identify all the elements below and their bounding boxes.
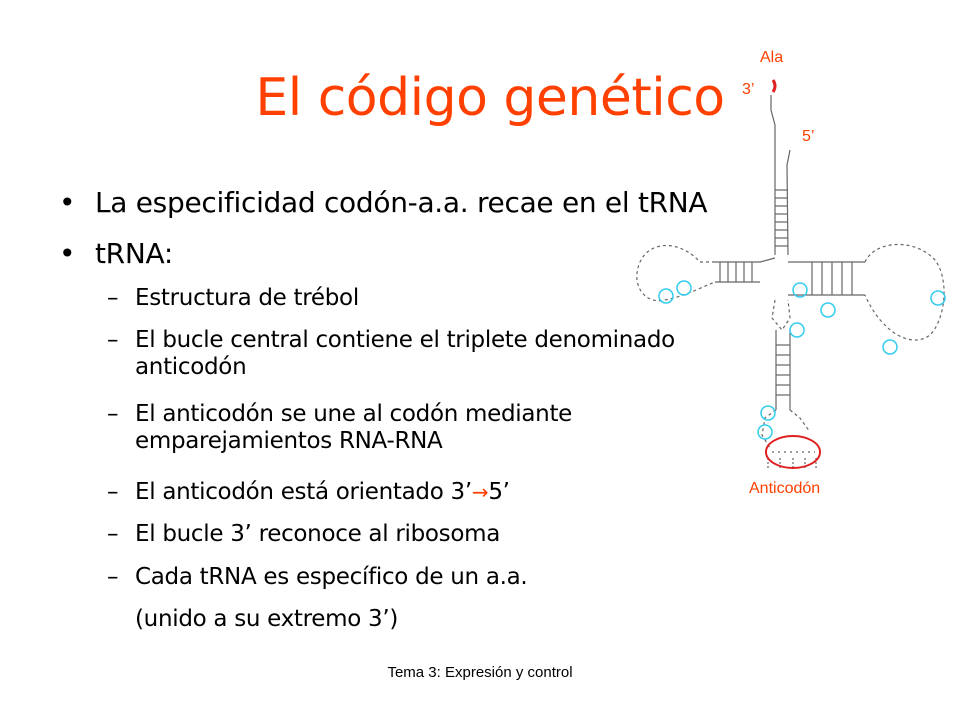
acceptor-stem-left-strand [770, 95, 776, 255]
sub-bullet-text: Estructura de trébol [135, 285, 359, 311]
sub-bullet-ribosome: – El bucle 3’ reconoce al ribosoma [107, 521, 501, 548]
five-prime-label: 5’ [802, 128, 815, 145]
anticodon-label: Anticodón [749, 480, 821, 497]
alanine-attachment-mark [771, 79, 777, 93]
anticodon-highlight-ring [765, 435, 821, 469]
slide-title: El código genético [255, 68, 725, 128]
variable-loop [771, 299, 791, 332]
sub-bullet-text-line1: El bucle central contiene el triplete de… [135, 327, 675, 353]
trna-cloverleaf-diagram [636, 79, 946, 469]
sub-bullet-text: El bucle 3’ reconoce al ribosoma [135, 521, 501, 547]
right-arrow-icon: → [471, 480, 489, 504]
d-arm-stem [715, 257, 776, 283]
sub-bullet-text: (unido a su extremo 3’) [135, 606, 399, 632]
d-loop [636, 244, 716, 302]
sub-bullet-dash: – [107, 327, 119, 353]
sub-bullet-dash: – [107, 401, 119, 427]
sub-bullet-dash: – [107, 564, 119, 590]
sub-bullet-dash: – [107, 285, 119, 311]
sub-bullet-text: Cada tRNA es específico de un a.a. [135, 564, 528, 590]
t-arm-stem [788, 261, 865, 296]
sub-bullet-central-loop: – El bucle central contiene el triplete … [107, 327, 675, 381]
sub-bullet-text-line2: emparejamientos RNA-RNA [135, 428, 443, 454]
bullet-dot: • [59, 237, 76, 270]
sub-bullet-dash: – [107, 479, 119, 505]
bullet-specificity: • La especificidad codón-a.a. recae en e… [59, 186, 708, 219]
sub-bullet-text-line1: El anticodón se une al codón mediante [135, 401, 573, 427]
d-arm-rungs [719, 262, 753, 282]
sub-bullet-dash: – [107, 521, 119, 547]
three-prime-label: 3’ [742, 81, 755, 98]
codon-guide-lines [767, 458, 817, 468]
sub-bullet-text-suffix: 5’ [488, 479, 510, 505]
modified-base-circles [658, 280, 946, 440]
sub-bullet-specificity: – Cada tRNA es específico de un a.a. [107, 564, 528, 591]
sub-bullet-pairing: – El anticodón se une al codón mediante … [107, 401, 573, 455]
bullet-text: La especificidad codón-a.a. recae en el … [95, 186, 708, 219]
bullet-trna: • tRNA: [59, 237, 173, 270]
slide-footer: Tema 3: Expresión y control [387, 664, 573, 681]
sub-bullet-text-line2: anticodón [135, 354, 247, 380]
acceptor-stem-rungs [775, 189, 788, 247]
t-arm-rungs [811, 262, 853, 295]
t-loop [864, 243, 945, 341]
sub-bullet-structure: – Estructura de trébol [107, 285, 359, 312]
sub-bullet-continuation: (unido a su extremo 3’) [135, 606, 398, 633]
sub-bullet-text: El anticodón está orientado 3’ [135, 479, 472, 505]
sub-bullet-orientation: – El anticodón está orientado 3’→5’ [107, 479, 510, 506]
bullet-text: tRNA: [95, 237, 173, 270]
anticodon-loop [761, 409, 811, 449]
anticodon-stem-strands [775, 330, 791, 410]
acceptor-stem-right-strand [786, 149, 791, 256]
amino-acid-label: Ala [760, 49, 784, 66]
bullet-dot: • [59, 186, 76, 219]
anticodon-stem-rungs [776, 344, 790, 396]
